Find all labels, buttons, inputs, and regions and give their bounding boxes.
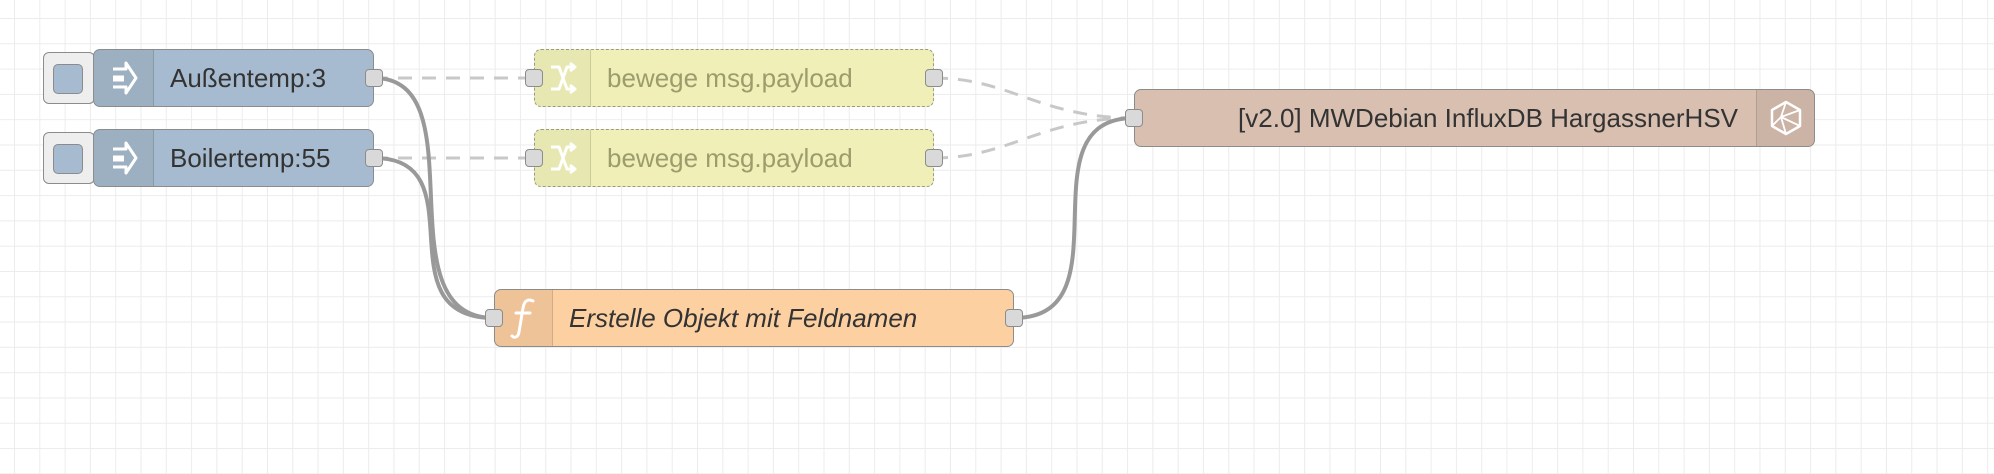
node-label: [v2.0] MWDebian InfluxDB HargassnerHSV (1238, 103, 1738, 133)
input-port[interactable] (525, 149, 543, 167)
influxdb-icon-area (1756, 90, 1814, 146)
inject-button-aussentemp[interactable] (43, 52, 95, 104)
node-function[interactable]: Erstelle Objekt mit Feldnamen (485, 289, 1023, 347)
function-icon-area (495, 290, 553, 346)
node-influxdb-out[interactable]: [v2.0] MWDebian InfluxDB HargassnerHSV (1125, 89, 1815, 147)
node-change-1[interactable]: bewege msg.payload (525, 49, 943, 107)
output-port[interactable] (925, 69, 943, 87)
node-label: Erstelle Objekt mit Feldnamen (569, 303, 918, 333)
input-port[interactable] (485, 309, 503, 327)
wire-change-1-to-influx[interactable] (933, 76, 1135, 120)
influxdb-icon (1770, 100, 1801, 136)
wire-change-2-to-influx[interactable] (933, 116, 1135, 160)
inject-icon-area (94, 50, 154, 106)
input-port[interactable] (525, 69, 543, 87)
output-port[interactable] (1005, 309, 1023, 327)
change-icon-area (535, 130, 591, 186)
shuffle-icon (550, 141, 576, 175)
inject-button-face (53, 64, 83, 94)
wire-function-to-influx[interactable] (1013, 116, 1135, 320)
wire-aussentemp-to-function[interactable] (373, 76, 495, 320)
node-label: Außentemp:3 (170, 63, 327, 93)
arrow-in-icon (112, 61, 137, 95)
node-label: bewege msg.payload (607, 143, 853, 173)
node-inject-aussentemp[interactable]: Außentemp:3 (93, 49, 383, 107)
node-inject-boilertemp[interactable]: Boilertemp:55 (93, 129, 383, 187)
node-change-2[interactable]: bewege msg.payload (525, 129, 943, 187)
inject-button-face (53, 144, 83, 174)
output-port[interactable] (365, 69, 383, 87)
inject-icon-area (94, 130, 154, 186)
output-port[interactable] (365, 149, 383, 167)
node-label: bewege msg.payload (607, 63, 853, 93)
wire-boilertemp-to-function[interactable] (373, 156, 495, 320)
inject-button-boilertemp[interactable] (43, 132, 95, 184)
change-icon-area (535, 50, 591, 106)
input-port[interactable] (1125, 109, 1143, 127)
output-port[interactable] (925, 149, 943, 167)
shuffle-icon (550, 61, 576, 95)
function-icon (510, 298, 534, 339)
arrow-in-icon (112, 141, 137, 175)
node-label: Boilertemp:55 (170, 143, 331, 173)
